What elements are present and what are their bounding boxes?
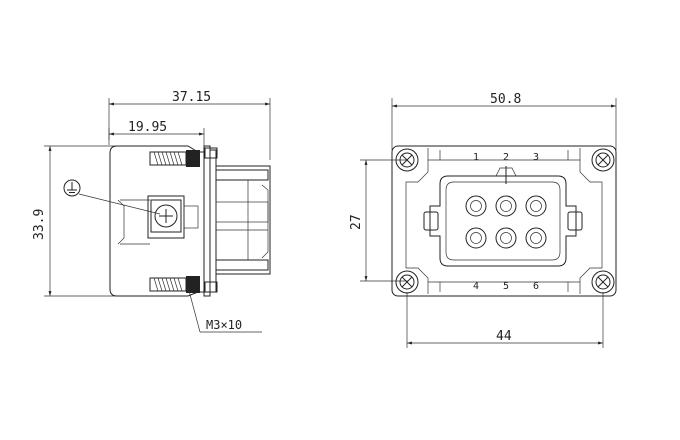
front-frame	[391, 145, 617, 297]
dimension-front-height-label: 27	[349, 214, 364, 230]
screw-callout-label: M3×10	[206, 318, 242, 332]
bottom-screw	[149, 276, 200, 293]
dimension-height-label: 33.9	[32, 209, 47, 240]
dimension-front-height: 27	[349, 159, 408, 282]
dimension-height: 33.9	[32, 145, 116, 297]
dimension-mount-spacing: 44	[406, 292, 604, 348]
earth-ground-icon	[63, 179, 161, 215]
contact-pin-2	[495, 195, 517, 217]
top-screw	[149, 150, 200, 167]
contact-pin-5	[495, 227, 517, 249]
insert-body	[215, 165, 271, 275]
pin-label-3: 3	[533, 152, 539, 163]
corner-screw-bottom-right	[591, 270, 615, 294]
contact-insert	[423, 166, 583, 267]
contact-pin-1	[465, 195, 487, 217]
housing-body	[109, 145, 205, 297]
corner-screw-bottom-left	[395, 270, 419, 294]
dimension-front-width-label: 50.8	[490, 92, 521, 107]
corner-screw-top-left	[395, 148, 419, 172]
pin-label-4: 4	[473, 281, 479, 292]
screw-callout: M3×10	[187, 286, 262, 333]
pin-label-2: 2	[503, 152, 509, 163]
side-view: 37.15 19.95 33.9	[32, 90, 271, 333]
pin-labels: 1 2 3 4 5 6	[473, 152, 539, 292]
dimension-front-width: 50.8	[391, 92, 617, 150]
contact-pin-3	[525, 195, 547, 217]
dimension-partial-width-label: 19.95	[128, 120, 167, 135]
pin-label-5: 5	[503, 281, 509, 292]
contact-pin-4	[465, 227, 487, 249]
contact-pin-6	[525, 227, 547, 249]
front-view: 50.8 44 27	[349, 92, 617, 348]
dimension-overall-width: 37.15	[108, 90, 271, 160]
dimension-overall-width-label: 37.15	[172, 90, 211, 105]
pin-label-6: 6	[533, 281, 539, 292]
flange-plate	[203, 145, 218, 297]
dimension-mount-spacing-label: 44	[496, 329, 512, 344]
ground-terminal	[147, 195, 199, 239]
dimension-partial-width: 19.95	[108, 120, 205, 150]
pin-label-1: 1	[473, 152, 479, 163]
corner-screw-top-right	[591, 148, 615, 172]
